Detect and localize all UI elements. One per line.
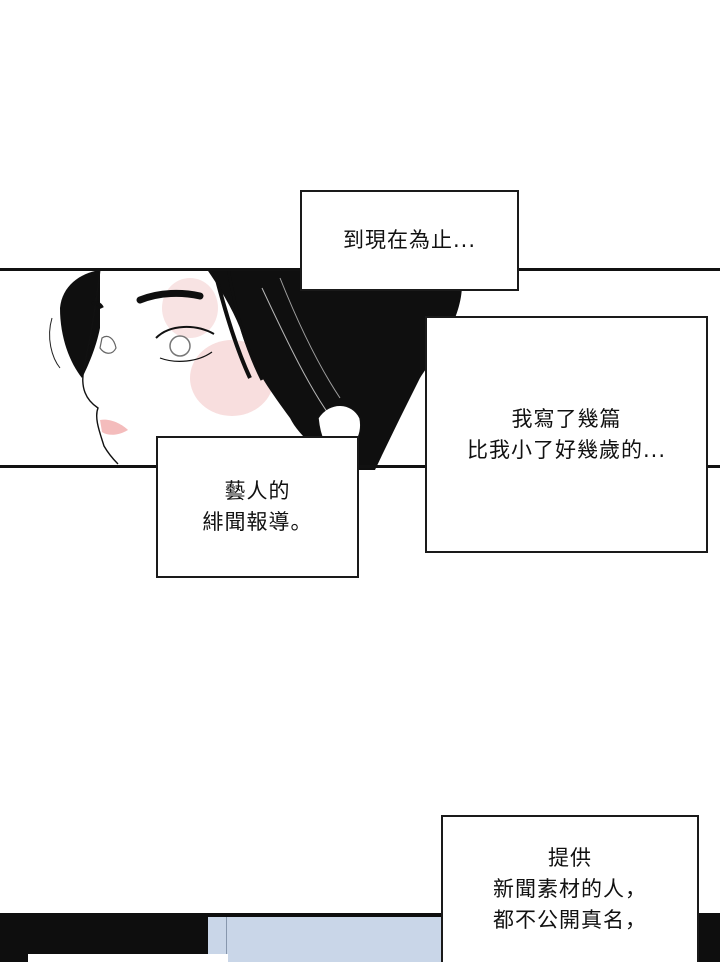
caption-text: 提供 <box>548 846 592 870</box>
caption-text: 藝人的 <box>224 479 291 503</box>
bottom-panel-divider <box>226 917 227 962</box>
caption-text: 我寫了幾篇 <box>511 406 622 431</box>
caption-text: 到現在為止... <box>342 228 477 252</box>
caption-text: 都不公開真名， <box>493 908 647 932</box>
caption-box-wrote-articles: 我寫了幾篇 比我小了好幾歲的... <box>425 316 708 553</box>
panel-border-bottom <box>0 465 720 468</box>
caption-box-sources: 提供 新聞素材的人， 都不公開真名， <box>441 815 699 962</box>
caption-box-until-now: 到現在為止... <box>300 190 519 291</box>
caption-text: 新聞素材的人， <box>493 877 647 901</box>
bottom-panel-white-strip <box>28 954 228 962</box>
caption-text: 比我小了好幾歲的... <box>466 437 667 462</box>
caption-text: 緋聞報導。 <box>202 510 313 534</box>
bottom-panel-sky <box>208 917 448 962</box>
caption-box-celebrity-gossip: 藝人的 緋聞報導。 <box>156 436 359 578</box>
